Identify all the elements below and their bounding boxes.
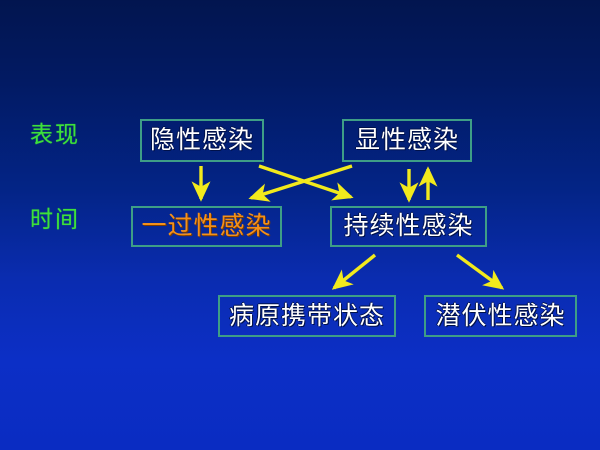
node-persistent-infection-label: 持续性感染 bbox=[343, 211, 474, 240]
arrow-persistent-to-carrier bbox=[331, 253, 377, 290]
row-label-time: 时间 bbox=[30, 207, 80, 233]
node-apparent-infection-label: 显性感染 bbox=[354, 125, 459, 154]
node-transient-infection[interactable]: 一过性感染 bbox=[131, 206, 282, 247]
node-latent-infection[interactable]: 隐性感染 bbox=[140, 119, 264, 162]
node-latent-infection-label: 隐性感染 bbox=[149, 125, 254, 154]
node-apparent-infection[interactable]: 显性感染 bbox=[342, 119, 472, 162]
arrow-persistent-to-latent-persistent bbox=[455, 253, 505, 290]
node-carrier-state[interactable]: 病原携带状态 bbox=[218, 295, 396, 337]
arrow-latent-to-persistent bbox=[258, 164, 354, 201]
node-latent-persistent-infection[interactable]: 潜伏性感染 bbox=[424, 295, 577, 337]
node-transient-infection-label: 一过性感染 bbox=[141, 211, 272, 240]
node-persistent-infection[interactable]: 持续性感染 bbox=[330, 206, 487, 247]
node-carrier-state-label: 病原携带状态 bbox=[228, 300, 385, 330]
node-latent-persistent-infection-label: 潜伏性感染 bbox=[435, 300, 566, 330]
row-label-manifestation: 表现 bbox=[30, 122, 80, 148]
arrow-apparent-to-transient bbox=[248, 164, 353, 202]
